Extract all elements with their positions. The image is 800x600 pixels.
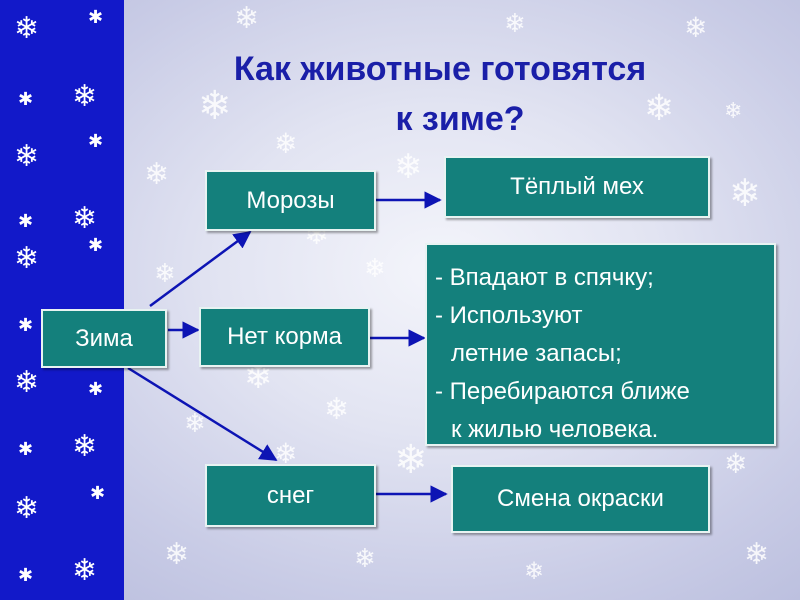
node-morozy: Морозы: [205, 170, 376, 231]
response-line: летние запасы;: [451, 340, 622, 367]
snowflake-icon: ❄: [729, 173, 761, 215]
snowflake-icon: ✱: [88, 379, 104, 399]
node-net-korma-label: Нет корма: [227, 323, 342, 350]
node-teply-meh: Тёплый мех: [444, 156, 710, 218]
snowflake-icon: ✱: [18, 439, 34, 459]
snowflake-icon: ❄: [684, 12, 708, 43]
snowflake-icon: ❄: [724, 98, 743, 123]
snowflake-icon: ✱: [88, 7, 104, 27]
node-smena-okraski-label: Смена окраски: [497, 485, 664, 512]
snowflake-icon: ❄: [14, 366, 40, 399]
snowflake-icon: ❄: [14, 242, 40, 275]
snowflake-icon: ❄: [394, 438, 428, 482]
node-smena-okraski: Смена окраски: [451, 465, 710, 533]
snowflake-icon: ❄: [184, 408, 206, 438]
left-snowflake-strip: ❄ ✱ ✱ ❄ ✱ ❄ ✱ ❄ ✱ ❄ ✱ ❄ ✱ ✱ ❄ ✱ ❄ ✱ ❄: [0, 0, 124, 600]
snowflake-icon: ✱: [18, 565, 34, 585]
snowflake-icon: ❄: [14, 140, 40, 173]
snowflake-icon: ❄: [198, 84, 232, 128]
snowflake-icon: ✱: [90, 483, 106, 503]
node-food-responses: - Впадают в спячку; - Используют летние …: [425, 243, 776, 446]
snowflake-icon: ✱: [88, 131, 104, 151]
node-zima-label: Зима: [75, 324, 133, 352]
snowflake-icon: ❄: [744, 538, 770, 571]
snowflake-icon: ❄: [324, 393, 350, 426]
node-morozy-label: Морозы: [246, 186, 335, 214]
slide-title: Как животные готовятся к зиме?: [140, 44, 740, 144]
snowflake-icon: ❄: [72, 202, 98, 235]
snowflake-icon: ❄: [724, 448, 748, 479]
snowflake-icon: ❄: [154, 258, 176, 288]
response-line: - Впадают в спячку;: [435, 264, 654, 291]
snowflake-icon: ❄: [72, 80, 98, 113]
node-sneg-label: снег: [266, 481, 315, 509]
snowflake-icon: ❄: [164, 538, 190, 571]
snowflake-icon: ❄: [394, 148, 423, 186]
snowflake-icon: ❄: [274, 128, 298, 159]
snowflake-icon: ❄: [644, 87, 675, 128]
snowflake-icon: ❄: [144, 158, 170, 191]
node-zima: Зима: [41, 309, 167, 368]
node-teply-meh-label: Тёплый мех: [510, 173, 644, 200]
snowflake-icon: ❄: [274, 438, 298, 469]
title-line-2: к зиме?: [395, 100, 525, 138]
title-line-1: Как животные готовятся: [233, 50, 647, 88]
snowflake-icon: ❄: [364, 253, 386, 283]
snowflake-icon: ✱: [88, 235, 104, 255]
snowflake-icon: ❄: [234, 2, 260, 35]
snowflake-icon: ❄: [354, 543, 376, 573]
snowflake-icon: ❄: [72, 554, 98, 587]
response-line: - Используют: [435, 302, 583, 329]
snowflake-icon: ❄: [14, 492, 40, 525]
node-sneg: снег: [205, 464, 376, 527]
snowflake-icon: ❄: [14, 12, 40, 45]
response-line: - Перебираются ближе: [435, 378, 690, 405]
snowflake-icon: ✱: [18, 89, 34, 109]
snowflake-icon: ❄: [72, 430, 98, 463]
snowflake-icon: ✱: [18, 211, 34, 231]
snowflake-icon: ✱: [18, 315, 34, 335]
snowflake-icon: ❄: [504, 8, 526, 38]
node-net-korma: Нет корма: [199, 307, 370, 367]
response-line: к жилью человека.: [451, 416, 659, 443]
snowflake-icon: ❄: [524, 558, 545, 585]
